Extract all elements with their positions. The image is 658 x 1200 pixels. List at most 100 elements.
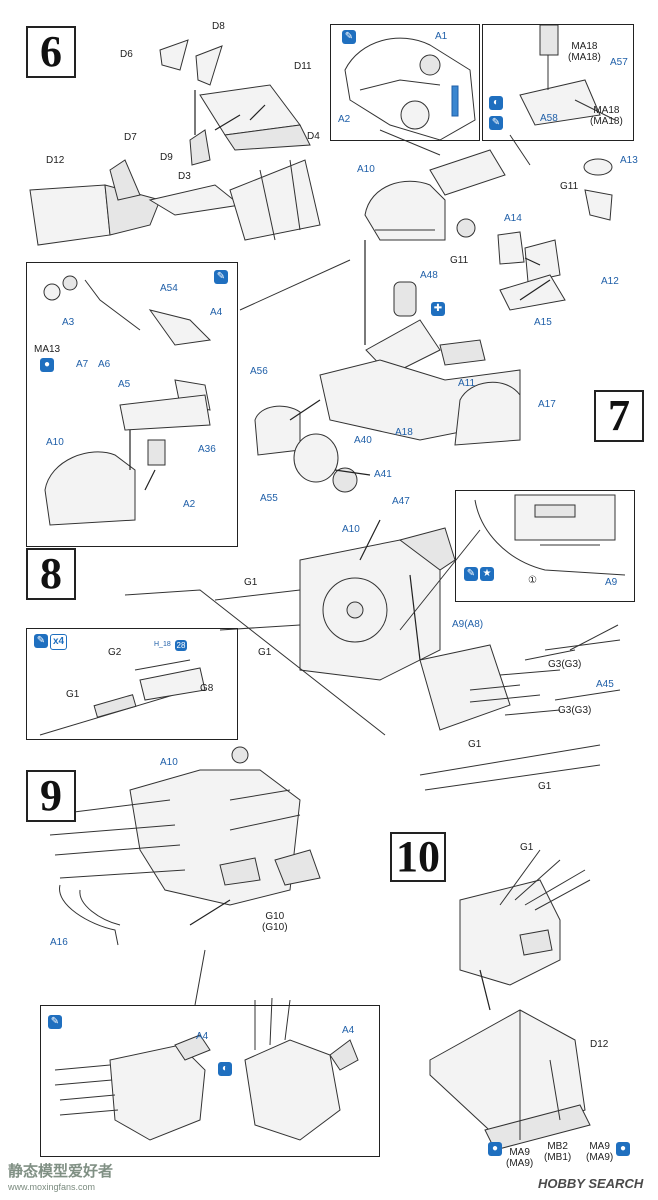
watermark-url: www.moxingfans.com [8, 1182, 96, 1192]
part-label-a10: A10 [46, 437, 64, 448]
part-label-g2: G2 [108, 647, 122, 658]
inset-g1-drawing [39, 659, 206, 736]
step6-drawing [29, 39, 321, 246]
part-label-ma9: MA9 (MA9) [586, 1141, 614, 1163]
part-label-a18: A18 [395, 427, 413, 438]
paint-icon: ✎ [464, 567, 478, 581]
part-label-a41: A41 [374, 469, 392, 480]
part-label-a48: A48 [420, 270, 438, 281]
part-label-g1: G1 [538, 781, 552, 792]
callout-a1-drawing [344, 37, 476, 141]
brand-watermark: HOBBY SEARCH [538, 1176, 644, 1191]
part-label-a36: A36 [198, 444, 216, 455]
part-label-d4: D4 [307, 131, 320, 142]
paint-icon: ✎ [342, 30, 356, 44]
part-label-g3: G3(G3) [548, 659, 582, 670]
part-label-a10: A10 [357, 164, 375, 175]
part-label-d9: D9 [160, 152, 173, 163]
part-label-a14: A14 [504, 213, 522, 224]
drop-icon: ● [616, 1142, 630, 1156]
paint-icon: ✎ [214, 270, 228, 284]
circled-marker: ① [528, 575, 537, 586]
part-label-a56: A56 [250, 366, 268, 377]
drop-icon: ◐ [218, 1062, 232, 1076]
part-label-a55: A55 [260, 493, 278, 504]
part-label-a2: A2 [338, 114, 351, 125]
callout-step9-frame [40, 1005, 380, 1157]
part-label-a15: A15 [534, 317, 552, 328]
step-7-number: 7 [594, 390, 644, 442]
paint-icon: ◐ [489, 96, 503, 110]
drop-icon: ● [40, 358, 54, 372]
part-label-g3: G3(G3) [558, 705, 592, 716]
part-label-ma13: MA13 [34, 344, 61, 355]
part-label-a9: A9 [605, 577, 618, 588]
part-label-g11: G11 [560, 181, 579, 192]
part-label-a40: A40 [354, 435, 372, 446]
part-label-a13: A13 [620, 155, 638, 166]
paint-icon: ✎ [48, 1015, 62, 1029]
step10-drawing [429, 849, 591, 1151]
part-label-g1: G1 [244, 577, 258, 588]
part-label-a2: A2 [183, 499, 196, 510]
part-label-a12: A12 [601, 276, 619, 287]
parts-badge-icon: 28 [175, 640, 187, 651]
part-label-a16: A16 [50, 937, 68, 948]
watermark-chinese: 静态模型爱好者 [8, 1163, 114, 1180]
part-label-d8: D8 [212, 21, 225, 32]
part-label-a4: A4 [342, 1025, 355, 1036]
step8-drawing [214, 519, 621, 791]
part-label-ma18: MA18 (MA18) [568, 41, 601, 63]
part-label-a54: A54 [160, 283, 178, 294]
step-8-number: 8 [26, 548, 76, 600]
part-label-a3: A3 [62, 317, 75, 328]
part-label-d12: D12 [46, 155, 65, 166]
inset-a9-drawing [474, 494, 626, 576]
callout-a3-frame [26, 262, 238, 547]
part-label-a10: A10 [342, 524, 360, 535]
part-label-d3: D3 [178, 171, 191, 182]
paint-icon: ✎ [489, 116, 503, 130]
callout-a1-frame [330, 24, 480, 141]
part-label-a6: A6 [98, 359, 111, 370]
part-label-g10: G10 (G10) [262, 911, 288, 933]
part-label-g1: G1 [468, 739, 482, 750]
part-label-a1: A1 [435, 31, 448, 42]
part-label-a11: A11 [458, 378, 476, 389]
quantity-x4-icon: x4 [50, 634, 68, 650]
step-9-number: 9 [26, 770, 76, 822]
callout-ma18-drawing [519, 24, 616, 126]
step7-drawing [254, 149, 613, 493]
part-label-a17: A17 [538, 399, 556, 410]
part-label-a7: A7 [76, 359, 89, 370]
step9-drawing [49, 746, 321, 946]
callout-g1-frame [26, 628, 238, 740]
part-label-a10: A10 [160, 757, 178, 768]
part-label-mb2: MB2 (MB1) [544, 1141, 572, 1163]
callout-a9-frame [455, 490, 635, 602]
inset-a3-drawing [43, 275, 212, 526]
part-label-a4: A4 [196, 1031, 209, 1042]
part-label-d12: D12 [590, 1039, 609, 1050]
part-label-a47: A47 [392, 496, 410, 507]
part-label-g8: G8 [200, 683, 214, 694]
part-label-ma18: MA18 (MA18) [590, 105, 623, 127]
part-label-g11: G11 [450, 255, 469, 266]
part-label-h18: H_18 [154, 641, 171, 648]
paint-icon: ✎ [34, 634, 48, 648]
part-label-a58: A58 [540, 113, 558, 124]
part-label-d11: D11 [294, 61, 312, 72]
part-label-a4: A4 [210, 307, 223, 318]
part-label-g1: G1 [258, 647, 272, 658]
inset-step9-drawing [54, 997, 359, 1141]
part-label-a45: A45 [596, 679, 614, 690]
part-label-a57: A57 [610, 57, 628, 68]
decal-icon: ✚ [431, 302, 445, 316]
part-label-d6: D6 [120, 49, 133, 60]
step-10-number: 10 [390, 832, 446, 882]
part-label-g1: G1 [520, 842, 534, 853]
part-label-ma9: MA9 (MA9) [506, 1147, 534, 1169]
star-icon: ★ [480, 567, 494, 581]
